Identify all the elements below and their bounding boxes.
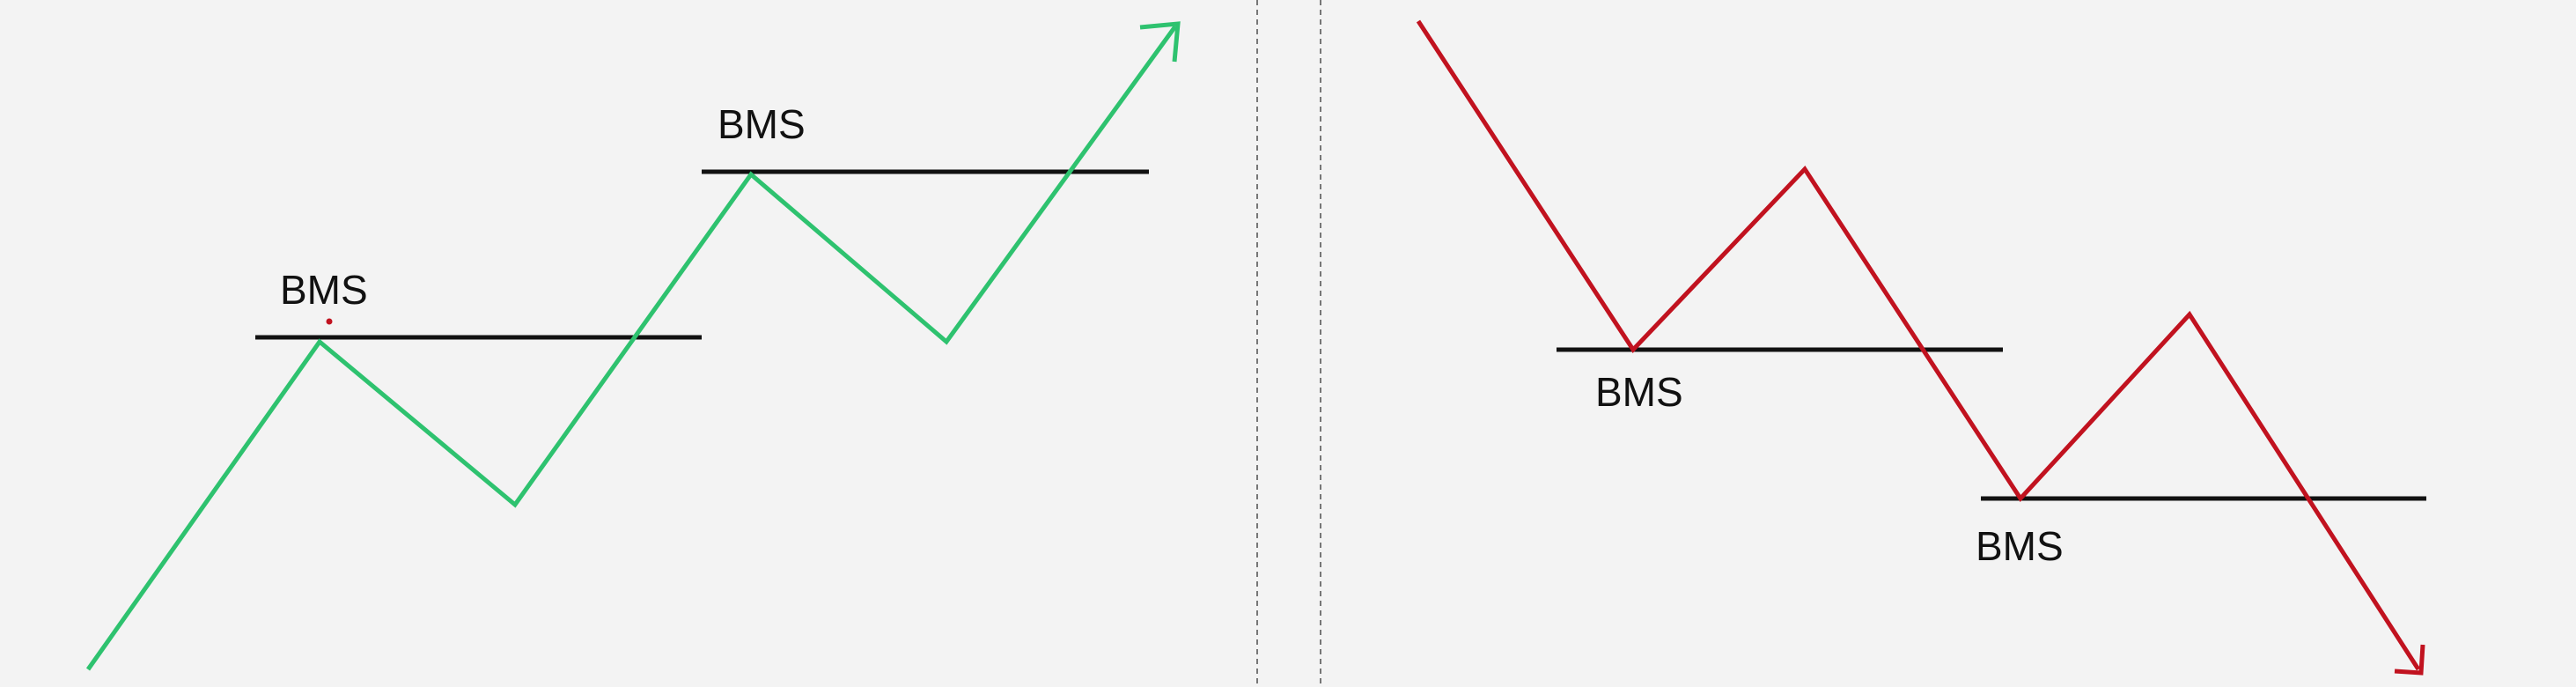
up-right-arrow-icon: [1139, 21, 1181, 63]
bearish-panel: BMS BMS: [1416, 19, 2426, 676]
bullish-price-path: [85, 25, 1178, 671]
bms-label-bullish-lower: BMS: [280, 267, 368, 313]
marker-dot: [326, 318, 333, 325]
bullish-panel: BMS BMS: [85, 21, 1181, 671]
down-right-arrow-icon: [2394, 644, 2425, 676]
bms-label-bearish-lower: BMS: [1976, 523, 2064, 569]
bms-label-bullish-upper: BMS: [718, 101, 806, 147]
bms-label-bearish-upper: BMS: [1595, 369, 1683, 415]
bearish-price-path: [1416, 19, 2421, 671]
